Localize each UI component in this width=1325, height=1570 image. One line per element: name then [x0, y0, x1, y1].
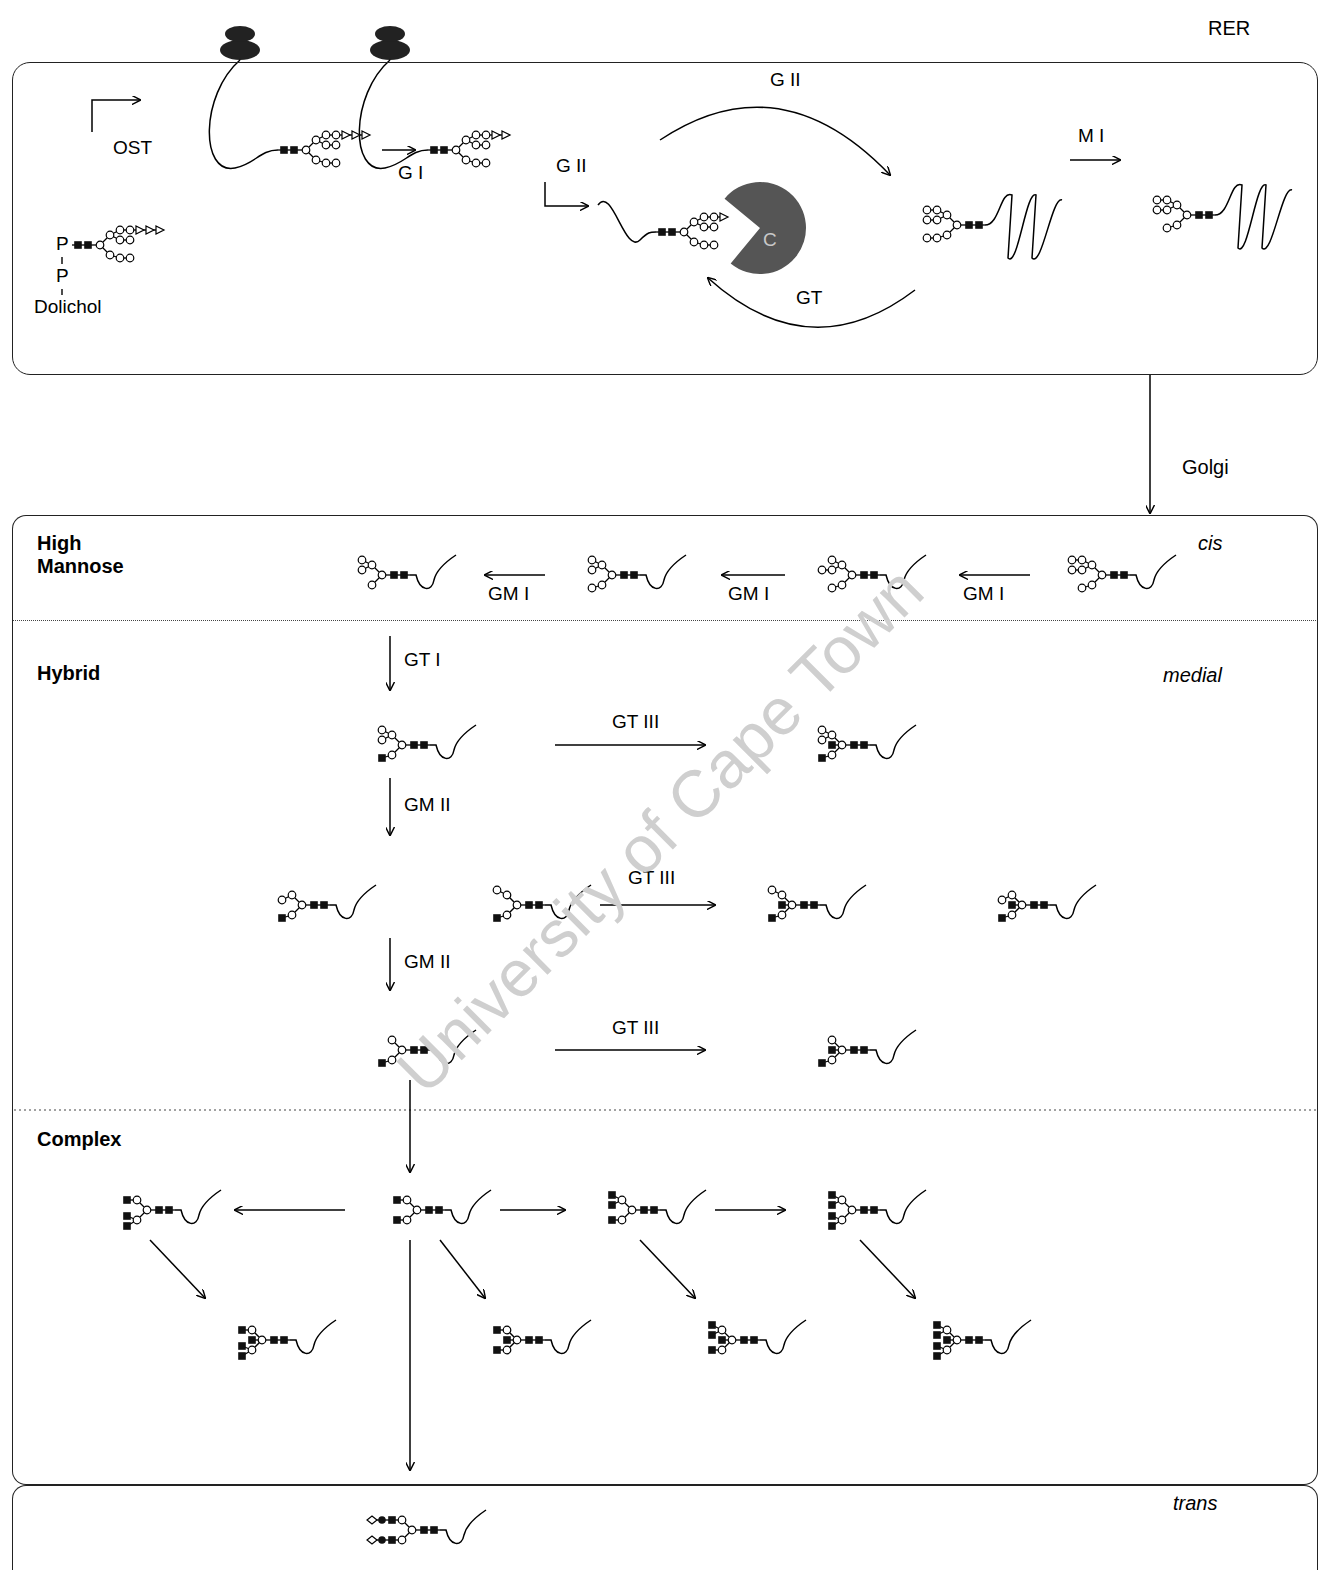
- glycan: [818, 1030, 916, 1067]
- protein-chain: [1215, 185, 1292, 249]
- reaction-arrow: [389, 938, 391, 990]
- reaction-arrow: [389, 636, 391, 690]
- enzyme-label: G II: [770, 70, 801, 91]
- edge-label: Golgi: [1180, 456, 1231, 479]
- protein-chain: [209, 60, 278, 168]
- compartment-divider: [14, 1109, 1316, 1110]
- reaction-arrow: [555, 744, 705, 746]
- enzyme-label: GM II: [404, 952, 450, 973]
- glycan: [393, 1190, 491, 1224]
- enzyme-label: GT I: [404, 650, 441, 671]
- glycan-class-heading: High Mannose: [37, 532, 147, 578]
- glycan: [493, 1320, 591, 1354]
- glycan: [358, 555, 456, 589]
- glycan: [428, 131, 510, 167]
- reaction-arrow: [500, 1209, 565, 1211]
- golgi-cisterna: HybridComplex medial: [12, 620, 1318, 1485]
- watermark: University of Cape Town: [383, 553, 937, 1107]
- glycan: [72, 226, 164, 262]
- enzyme-label: OST: [113, 138, 152, 159]
- reaction-arrow: [150, 1240, 205, 1298]
- reaction-arrow: [235, 1209, 345, 1211]
- protein-chain: [61, 257, 62, 264]
- lipid-carrier-label: Dolichol: [34, 297, 102, 318]
- cycle-arrow: [660, 107, 890, 175]
- enzyme-label: GM I: [488, 584, 529, 605]
- protein-chain: [598, 201, 656, 242]
- glycan: [378, 725, 476, 762]
- glycan: [278, 131, 370, 167]
- reaction-arrow: [92, 100, 140, 132]
- glycan: [923, 206, 985, 242]
- protein-chain: [359, 60, 428, 168]
- enzyme-label: GM I: [728, 584, 769, 605]
- glycan: [588, 555, 686, 592]
- lipid-carrier-label: P: [56, 266, 69, 287]
- enzyme-label: GT: [796, 288, 822, 309]
- ribosome: [220, 40, 260, 60]
- reaction-arrow: [555, 1049, 705, 1051]
- enzyme-label: G II: [556, 156, 587, 177]
- glycan: [708, 1320, 806, 1354]
- reaction-arrow: [640, 1240, 695, 1298]
- glycan: [608, 1190, 706, 1224]
- reaction-arrow: [860, 1240, 915, 1298]
- glycan: [1153, 196, 1215, 232]
- compartment-name: RER: [1208, 17, 1250, 40]
- reaction-arrow: [440, 1240, 485, 1298]
- glycan: [998, 885, 1096, 922]
- enzyme-label: M I: [1078, 126, 1104, 147]
- glycan: [367, 1510, 486, 1544]
- glycan: [656, 213, 728, 249]
- chaperone-label: C: [763, 230, 777, 251]
- reaction-arrow: [382, 149, 415, 151]
- enzyme-label: GM I: [963, 584, 1004, 605]
- glycan: [278, 885, 376, 922]
- protein-chain: [985, 195, 1062, 259]
- golgi-cisterna: High Mannose cis: [12, 515, 1318, 621]
- compartment-name: medial: [1163, 664, 1222, 687]
- enzyme-label: GT III: [612, 712, 659, 733]
- ribosome: [225, 26, 255, 42]
- reaction-arrow: [1070, 159, 1120, 161]
- protein-chain: [61, 289, 62, 295]
- reaction-arrow: [389, 778, 391, 835]
- compartment-name: trans: [1173, 1492, 1217, 1515]
- er-compartment: RER: [12, 62, 1318, 375]
- glycan-class-heading: Hybrid: [37, 662, 147, 685]
- transport-arrow: [1149, 375, 1151, 513]
- reaction-arrow: [722, 574, 785, 576]
- reaction-arrow: [545, 182, 588, 206]
- compartment-name: cis: [1198, 532, 1222, 555]
- glycan: [768, 885, 866, 922]
- cycle-arrow: [708, 278, 915, 327]
- ribosome: [375, 26, 405, 42]
- reaction-arrow: [960, 574, 1030, 576]
- glycan: [238, 1320, 336, 1360]
- ribosome: [370, 40, 410, 60]
- enzyme-label: GT III: [612, 1018, 659, 1039]
- reaction-arrow: [715, 1209, 785, 1211]
- reaction-arrow: [485, 574, 545, 576]
- lipid-carrier-label: P: [56, 234, 69, 255]
- reaction-arrow: [409, 1080, 411, 1172]
- glycan: [818, 725, 916, 762]
- glycan-class-heading: Complex: [37, 1128, 147, 1151]
- glycan: [933, 1320, 1031, 1360]
- glycan: [1068, 555, 1176, 592]
- calnexin: [725, 182, 806, 274]
- golgi-cisterna: trans: [12, 1485, 1318, 1570]
- glycan: [828, 1190, 926, 1230]
- enzyme-label: GM II: [404, 795, 450, 816]
- reaction-arrow: [409, 1240, 411, 1470]
- enzyme-label: G I: [398, 163, 423, 184]
- glycan: [123, 1190, 221, 1230]
